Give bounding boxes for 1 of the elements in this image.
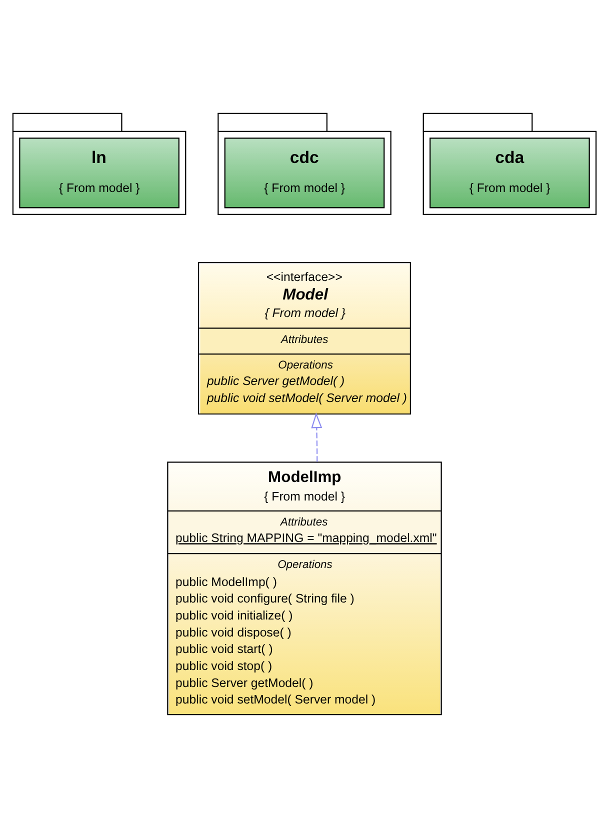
arrow bbox=[311, 412, 322, 462]
